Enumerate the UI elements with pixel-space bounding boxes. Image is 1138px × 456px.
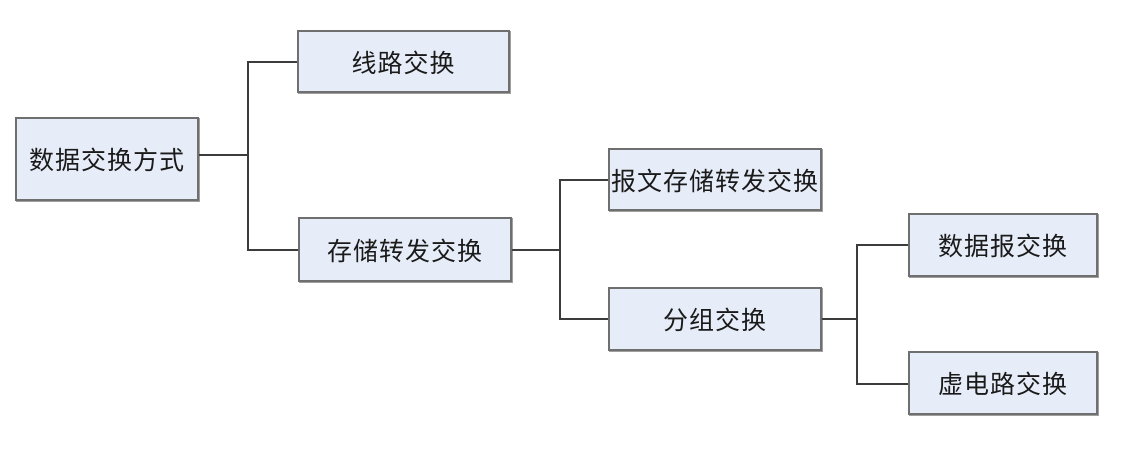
connector-packet-stub [822,318,857,320]
connector-to-circuit [247,61,297,63]
node-packet-switching: 分组交换 [608,287,822,351]
connector-store-forward-stub [512,249,560,251]
node-message-store-forward-switching: 报文存储转发交换 [608,148,822,211]
connector-packet-branch [856,244,858,385]
node-virtual-circuit-switching: 虚电路交换 [908,351,1098,415]
node-store-forward-switching: 存储转发交换 [298,217,512,282]
connector-to-packet [559,318,608,320]
connector-to-virtual-circuit [856,383,908,385]
connector-store-forward-branch [559,179,561,320]
connector-to-message [559,179,608,181]
connector-to-store-forward [247,249,298,251]
connector-root-branch [247,61,249,251]
node-circuit-switching: 线路交换 [297,30,510,93]
node-datagram-switching: 数据报交换 [908,213,1098,277]
connector-to-datagram [856,244,908,246]
node-data-exchange-method: 数据交换方式 [15,117,199,201]
connector-root-stub [199,154,248,156]
